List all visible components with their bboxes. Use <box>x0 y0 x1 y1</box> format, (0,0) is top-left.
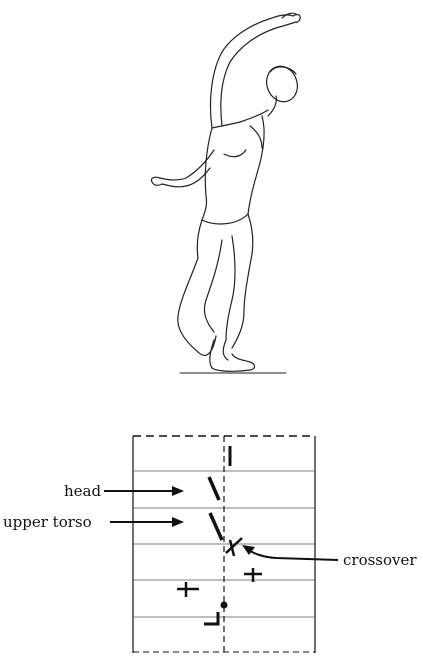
upper-torso-arrow-head <box>172 517 184 527</box>
dancer-torso <box>202 128 212 220</box>
notation-staff <box>133 436 315 653</box>
raised-hand <box>293 15 300 23</box>
upper-torso-tilt-symbol <box>210 513 222 540</box>
label-upper-torso: upper torso <box>3 513 92 531</box>
hook-symbol <box>204 612 218 624</box>
front-leg <box>178 258 216 355</box>
feet <box>210 340 255 371</box>
dancer-head <box>262 62 303 106</box>
raised-arm <box>210 15 293 128</box>
label-head: head <box>64 482 101 500</box>
head-arrow-head <box>172 486 184 496</box>
crossover-arrow-line <box>248 549 338 560</box>
crossover-symbol-bar <box>226 538 242 553</box>
dancer-hips <box>202 214 248 224</box>
annotations: head upper torso crossover <box>3 482 417 569</box>
dancer-illustration <box>151 13 302 373</box>
dot-symbol <box>221 602 228 609</box>
label-crossover: crossover <box>343 551 417 569</box>
head-tilt-symbol <box>209 477 219 500</box>
